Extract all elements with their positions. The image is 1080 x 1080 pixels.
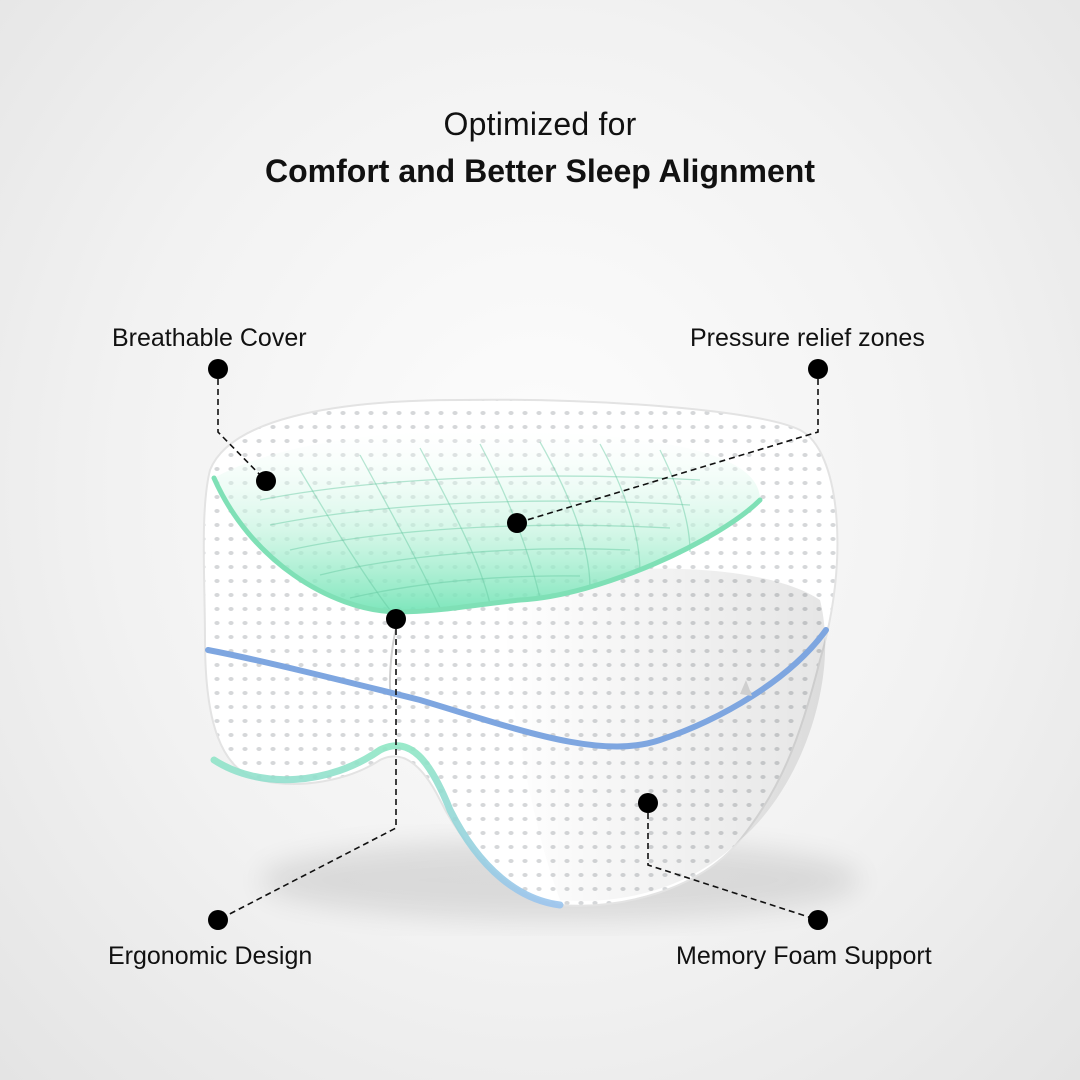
headline-subtitle: Optimized for <box>443 106 637 142</box>
callout-ergonomic-design: Ergonomic Design <box>108 942 313 970</box>
callout-pressure-relief: Pressure relief zones <box>690 324 925 352</box>
zipper-seam <box>205 627 829 750</box>
marker-ergonomic-end <box>208 910 228 930</box>
headline-title: Comfort and Better Sleep Alignment <box>265 153 815 189</box>
leader-lines <box>217 369 819 921</box>
cooling-zone <box>214 430 760 612</box>
marker-memory-start <box>638 793 658 813</box>
marker-breathable-top <box>208 359 228 379</box>
marker-pressure-top <box>808 359 828 379</box>
callout-breathable-cover: Breathable Cover <box>112 324 307 352</box>
marker-memory-end <box>808 910 828 930</box>
marker-ergonomic-start <box>386 609 406 629</box>
cooling-grid <box>259 441 701 611</box>
marker-pressure-end <box>507 513 527 533</box>
callout-memory-foam: Memory Foam Support <box>676 942 932 970</box>
marker-breathable-end <box>256 471 276 491</box>
bottom-contour <box>210 742 564 909</box>
